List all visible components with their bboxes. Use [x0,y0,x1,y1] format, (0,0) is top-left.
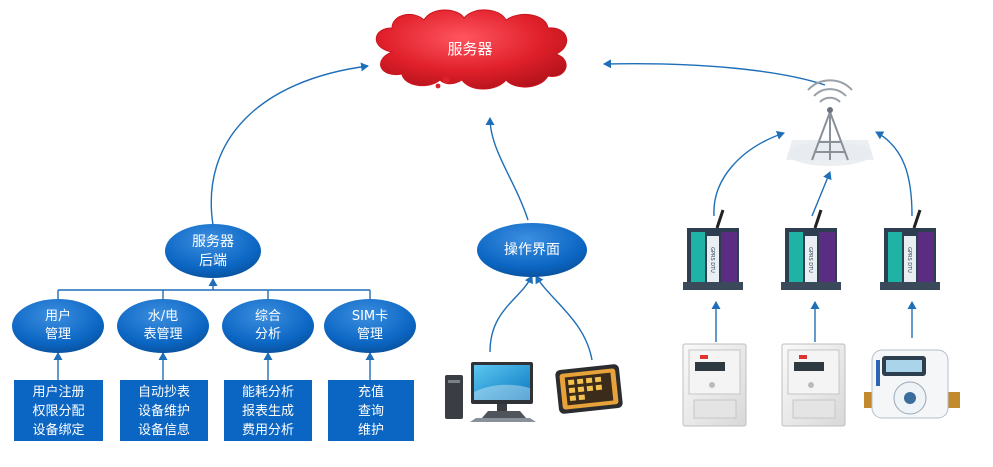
electric-meter-icon [781,343,846,427]
desktop-computer-icon [445,362,536,422]
electric-meter-icon [682,343,747,427]
detail-box-analysis [224,380,312,441]
connectors [53,59,917,380]
module-label-user: 用户 管理 [44,309,71,342]
detail-box-user [14,380,103,441]
backend-node [165,224,261,278]
ui-node [477,223,587,277]
detail-text-analysis: 能耗分析 报表生成 费用分析 [241,385,294,438]
arrow-dtu1-to-tower [713,131,785,217]
server-label: 服务器 [447,40,492,58]
ui-label: 操作界面 [504,242,560,258]
module-label-sim: SIM卡 管理 [351,309,389,342]
dtu-label: GPRS DTU [807,247,813,273]
arrow-ui-to-server [485,117,529,221]
module-node-sim [324,299,416,353]
cloud-icon [375,9,568,90]
module-node-meter [117,299,209,353]
dtu-label: GPRS DTU [906,247,912,273]
tablet-icon [555,364,623,414]
dtu-modem-icon: GPRS DTU [880,209,940,290]
arrow-backend-to-server [210,62,369,226]
module-node-analysis [222,299,314,353]
arrow-tower-to-server [603,59,826,86]
detail-box-meter [120,380,208,441]
arrow-dtu3-to-tower [875,131,913,217]
dtu-label: GPRS DTU [709,247,715,273]
dtu-modem-icon: GPRS DTU [683,209,743,290]
detail-text-sim: 充值 查询 维护 [357,385,384,438]
dtu-modem-icon: GPRS DTU [781,209,841,290]
detail-text-meter: 自动抄表 设备维护 设备信息 [137,385,190,438]
signal-tower-icon [786,79,874,166]
module-label-analysis: 综合 分析 [254,309,281,342]
arrow-tablet-to-ui [535,275,593,361]
module-label-meter: 水/电 表管理 [143,309,183,342]
arrow-computer-to-ui [489,275,533,353]
dtu-modems: GPRS DTU GPRS DTU GPRS DTU [683,209,940,290]
water-meter-icon [864,349,960,419]
module-node-user [12,299,104,353]
detail-text-user: 用户注册 权限分配 设备绑定 [32,385,85,438]
detail-box-sim [328,380,414,441]
arrow-dtu2-to-tower [811,171,832,217]
backend-label: 服务器 后端 [192,234,234,269]
